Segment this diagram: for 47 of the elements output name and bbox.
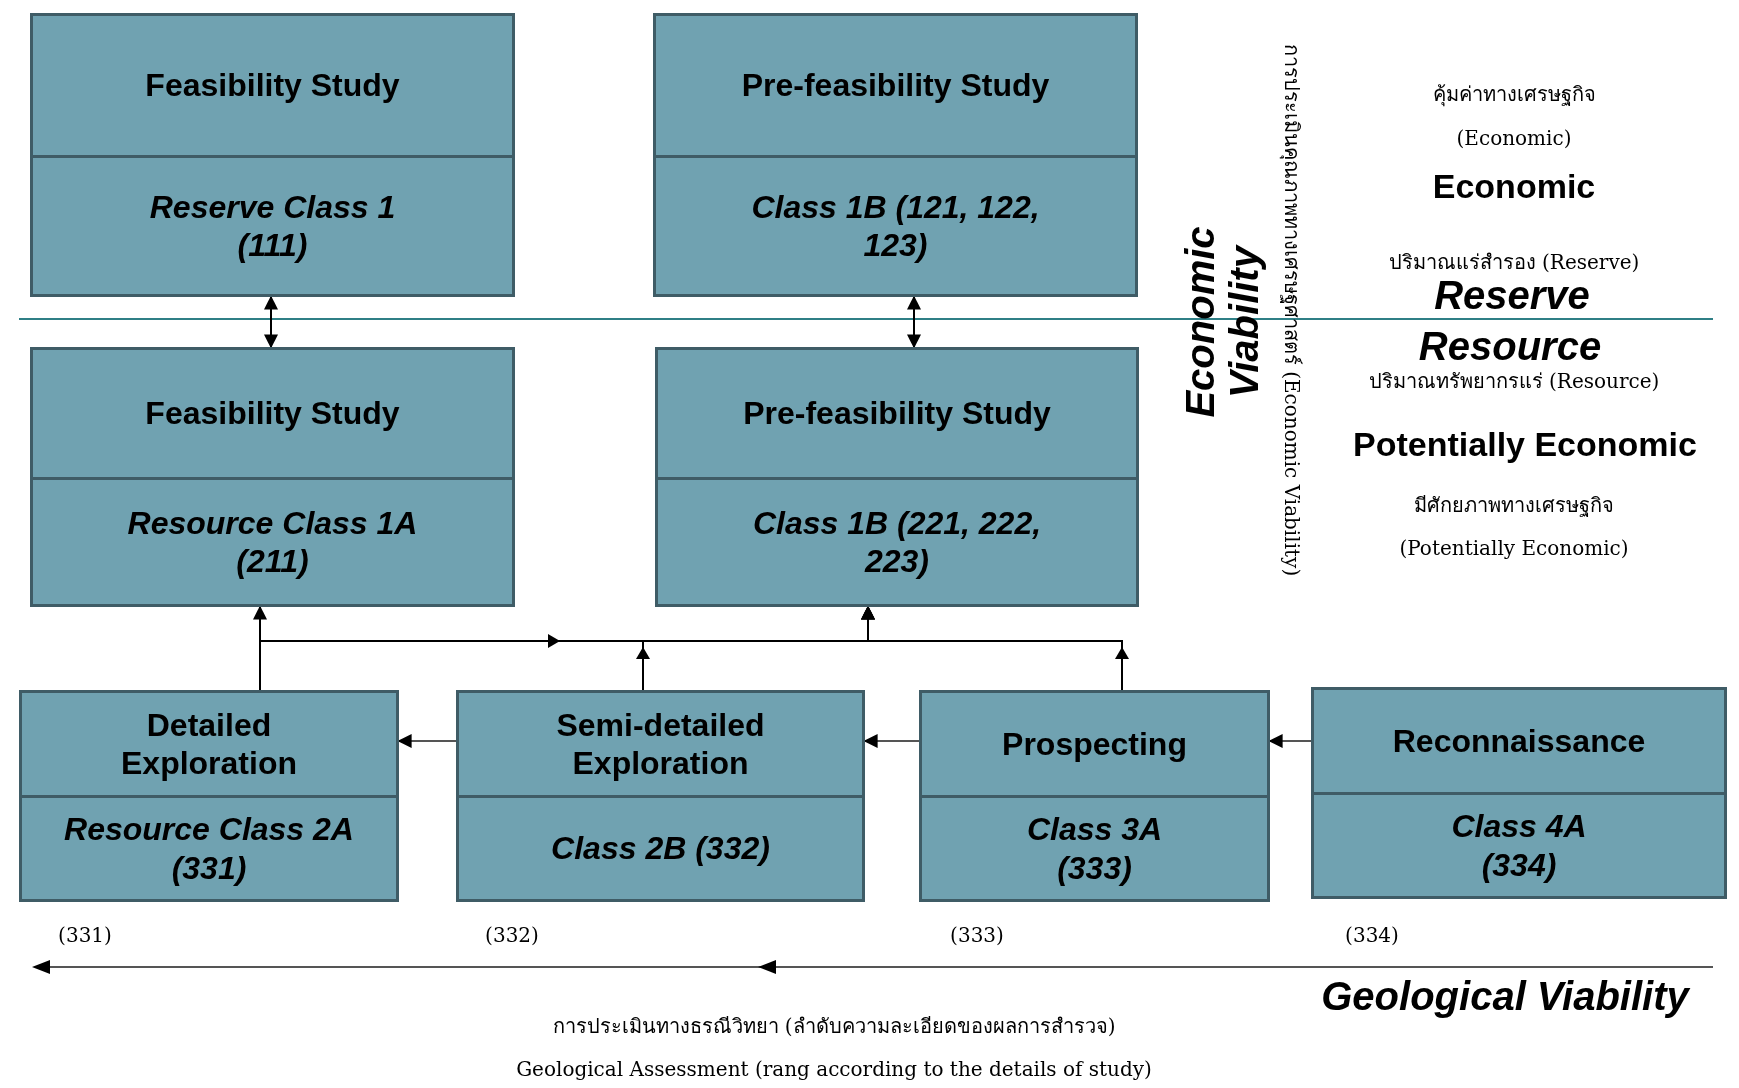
study-stage-heading: Pre-feasibility Study <box>741 66 1050 105</box>
class-label: Class 4A (334) <box>1450 807 1588 884</box>
process-box <box>30 347 515 607</box>
category-label: Potentially Economic <box>1353 424 1697 464</box>
class-label: Class 1B (221, 222, 223) <box>751 503 1043 581</box>
annotation: (Economic) <box>1456 126 1572 150</box>
study-stage-heading: Reconnaissance <box>1392 721 1646 761</box>
process-box <box>30 13 515 297</box>
class-label: Resource Class 2A (331) <box>63 810 355 887</box>
class-label: Class 3A (333) <box>1025 810 1164 887</box>
study-stage-heading: Feasibility Study <box>145 66 400 105</box>
category-label: Economic <box>1432 166 1596 206</box>
category-label: Resource <box>1418 323 1602 369</box>
study-stage-heading: Feasibility Study <box>145 394 400 433</box>
axis-subtitle: Geological Assessment (rang according to the details of study) <box>516 1057 1152 1081</box>
process-box <box>456 690 865 902</box>
axis-title: Economic Viability <box>1178 225 1266 420</box>
arrow <box>1268 734 1312 748</box>
axis-subtitle: การประเมินคุณภาพทางเศรษฐศาสตร์ (Economic Viability) <box>1278 43 1305 577</box>
arrow <box>863 734 920 748</box>
study-stage-heading: Semi-detailed Exploration <box>555 705 766 783</box>
axis-subtitle: การประเมินทางธรณีวิทยา (ลำดับความละเอียดของผลการสำรวจ) <box>552 1013 1116 1040</box>
class-label: Reserve Class 1 (111) <box>148 187 397 265</box>
arrow <box>397 734 457 748</box>
thai-annotation: คุ้มค่าทางเศรษฐกิจ <box>1432 81 1596 109</box>
thai-annotation: มีศักยภาพทางเศรษฐกิจ <box>1414 492 1614 519</box>
class-code: (334) <box>1345 923 1399 947</box>
study-stage-heading: Pre-feasibility Study <box>743 394 1051 433</box>
arrow <box>907 295 921 349</box>
thai-annotation: ปริมาณทรัพยากรแร่ (Resource) <box>1368 368 1660 395</box>
class-code: (331) <box>58 923 112 947</box>
class-code: (332) <box>485 923 539 947</box>
process-box <box>1311 687 1727 899</box>
process-box <box>919 690 1270 902</box>
class-code: (333) <box>950 923 1004 947</box>
axis-title: Geological Viability <box>1321 973 1689 1019</box>
process-box <box>655 347 1139 607</box>
study-stage-heading: Detailed Exploration <box>120 705 298 783</box>
annotation: (Potentially Economic) <box>1399 536 1629 560</box>
arrow <box>264 295 278 349</box>
class-label: Class 2B (332) <box>551 829 770 868</box>
process-box <box>653 13 1138 297</box>
study-stage-heading: Prospecting <box>1002 724 1187 764</box>
class-label: Class 1B (121, 122, 123) <box>750 187 1041 265</box>
class-label: Resource Class 1A (211) <box>126 503 419 581</box>
arrow <box>861 605 1129 691</box>
process-box <box>19 690 399 902</box>
